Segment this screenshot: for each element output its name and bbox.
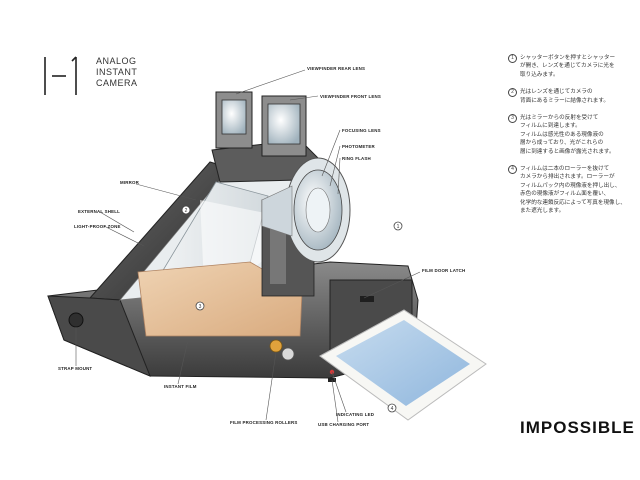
notes-column: 1 シャッターボタンを押すとシャッター が開き、レンズを通じてカメラに光を 取り…	[508, 54, 630, 225]
label-focusing-lens: FOCUSING LENS	[342, 128, 381, 133]
marker-label: 1	[397, 224, 400, 230]
note-line: 背面にあるミラーに結像されます。	[520, 97, 609, 104]
strap-mount-icon	[68, 312, 84, 328]
note-line: フィルムパック内の現像液を押し出し、	[520, 182, 621, 189]
lens-cone	[261, 185, 293, 237]
marker-1: 1	[393, 221, 403, 231]
marker-label: 2	[185, 208, 188, 214]
ejected-photo-image	[336, 320, 470, 406]
note-line: が開き、レンズを通じてカメラに光を	[520, 63, 615, 70]
label-viewfinder-front-lens: VIEWFINDER FRONT LENS	[320, 94, 381, 99]
note-line: カメラから排出されます。ローラーが	[520, 174, 615, 181]
label-mirror: MIRROR	[120, 180, 140, 185]
label-external-shell: EXTERNAL SHELL	[78, 209, 120, 214]
note-line: 層から成っており、光がこれらの	[520, 140, 604, 147]
note-line: フィルムは感光性のある現像液の	[520, 131, 604, 138]
film-door-latch	[360, 296, 374, 302]
lens-center	[305, 187, 331, 233]
note-line: 赤色の現像液がフィルム面を覆い、	[520, 191, 610, 198]
callout-lines	[75, 69, 421, 423]
logo-line: INSTANT	[96, 67, 138, 77]
marker-4: 4	[387, 403, 397, 413]
viewfinder-front-lens-glass	[267, 103, 301, 145]
logo-line: ANALOG	[96, 56, 137, 66]
note-line: 取り込みます。	[520, 71, 559, 78]
label-light-proof-zone: LIGHT-PROOF ZONE	[74, 224, 121, 229]
note-line: フィルムは二本のローラーを抜けて	[520, 166, 610, 173]
logo-line: CAMERA	[96, 78, 138, 88]
note-line: フィルムに到達します。	[520, 123, 581, 130]
note-line: 層に到達すると画像が露光されます。	[520, 148, 615, 155]
note-line: 光はミラーからの反射を受けて	[520, 115, 599, 122]
label-usb-charging-port: USB CHARGING PORT	[318, 422, 369, 427]
note-4: 4 フィルムは二本のローラーを抜けて カメラから排出されます。ローラーが フィル…	[508, 165, 630, 215]
label-indicating-led: INDICATING LED	[336, 412, 374, 417]
marker-2: 2	[181, 205, 191, 215]
marker-label: 4	[391, 406, 394, 412]
marker-3: 3	[195, 301, 205, 311]
note-line: 化学的な連鎖反応によって写真を現像し、	[520, 199, 626, 206]
note-line: シャッターボタンを押すとシャッター	[520, 55, 616, 61]
label-ring-flash: RING FLASH	[342, 156, 371, 161]
viewfinder-rear-lens-glass	[221, 99, 247, 135]
label-viewfinder-rear-lens: VIEWFINDER REAR LENS	[307, 66, 365, 71]
logo-mark-icon	[44, 56, 77, 95]
label-strap-mount: STRAP MOUNT	[58, 366, 92, 371]
film-roller-bottom	[281, 347, 295, 361]
logo-text: ANALOG INSTANT CAMERA	[96, 56, 138, 89]
note-number: 4	[508, 165, 517, 175]
note-3: 3 光はミラーからの反射を受けて フィルムに到達します。 フィルムは感光性のある…	[508, 114, 630, 156]
note-1: 1 シャッターボタンを押すとシャッター が開き、レンズを通じてカメラに光を 取り…	[508, 54, 630, 79]
label-photometer: PHOTOMETER	[342, 144, 376, 149]
note-number: 2	[508, 88, 517, 98]
instant-film-sheet	[137, 261, 303, 337]
label-film-door-latch: FILM DOOR LATCH	[422, 268, 465, 273]
note-line: また遮光します。	[520, 208, 565, 215]
marker-label: 3	[199, 304, 202, 310]
note-2: 2 光はレンズを通じてカメラの 背面にあるミラーに結像されます。	[508, 88, 630, 105]
note-number: 3	[508, 114, 517, 124]
note-line: 光はレンズを通じてカメラの	[520, 89, 593, 96]
brand-logo: IMPOSSIBLE	[520, 418, 635, 437]
label-instant-film: INSTANT FILM	[164, 384, 197, 389]
film-roller-top	[269, 339, 283, 353]
note-number: 1	[508, 54, 517, 63]
label-film-processing-rollers: FILM PROCESSING ROLLERS	[230, 420, 298, 425]
